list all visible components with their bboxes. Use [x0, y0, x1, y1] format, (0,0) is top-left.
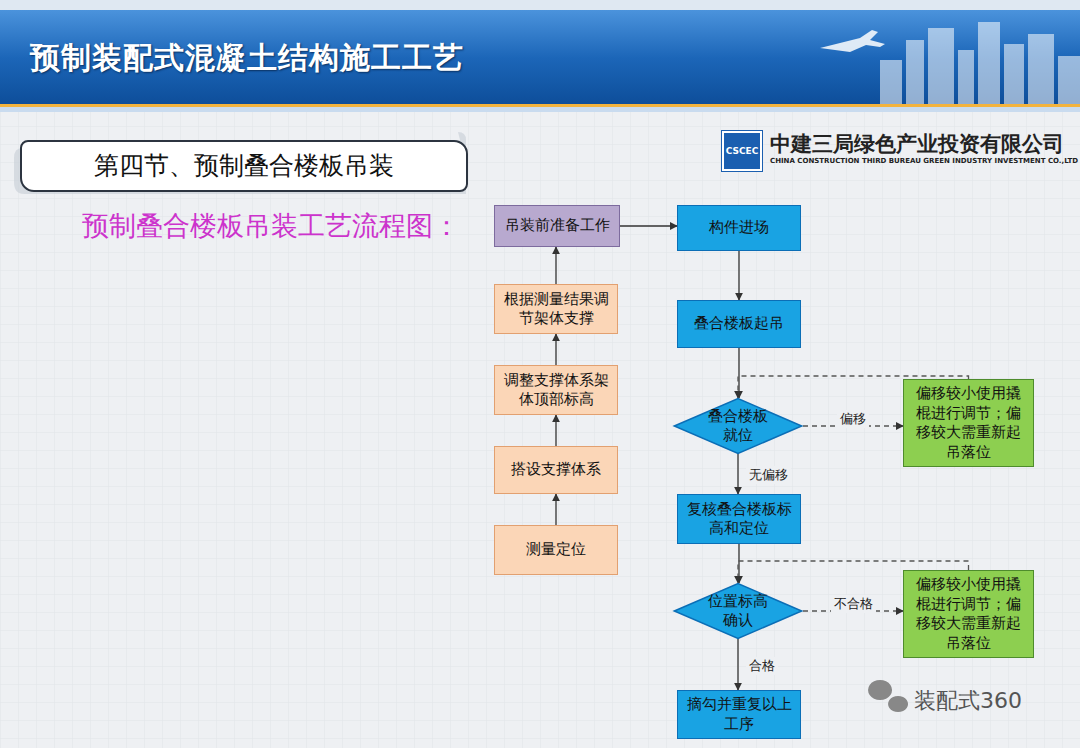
process-box: 调整支撑体系架体顶部标高 [494, 365, 618, 415]
node-text: 搭设支撑体系 [511, 460, 601, 480]
node-text: 调整支撑体系架体顶部标高 [503, 371, 609, 410]
arrow-connector [738, 251, 739, 300]
process-box: 根据测量结果调节架体支撑 [494, 284, 618, 334]
node-text: 吊装前准备工作 [505, 216, 610, 236]
process-box: 偏移较小使用撬棍进行调节；偏移较大需重新起吊落位 [903, 570, 1034, 658]
process-box: 构件进场 [677, 205, 801, 251]
node-text: 位置标高确认 [701, 592, 775, 631]
process-box: 测量定位 [494, 525, 618, 575]
logo-mark: CSCEC [722, 131, 762, 171]
node-text: 第四节、预制叠合楼板吊装 [94, 150, 394, 183]
node-text: 根据测量结果调节架体支撑 [503, 290, 609, 329]
arrow-connector [555, 334, 556, 365]
edge-label: 合格 [746, 657, 778, 675]
process-box: 摘勾并重复以上工序 [677, 690, 801, 739]
process-box: 叠合楼板起吊 [677, 300, 801, 348]
node-text: 叠合楼板起吊 [694, 314, 784, 334]
flow-heading: 预制叠合楼板吊装工艺流程图： [82, 208, 460, 244]
arrow-connector [555, 494, 556, 525]
arrow-connector [620, 225, 677, 226]
decision-diamond: 叠合楼板就位 [673, 398, 803, 454]
node-text: 偏移较小使用撬棍进行调节；偏移较大需重新起吊落位 [912, 575, 1025, 653]
page-title: 预制装配式混凝土结构施工工艺 [30, 38, 464, 79]
arrow-connector [737, 639, 738, 690]
process-box: 吊装前准备工作 [494, 205, 620, 247]
arrow-connector [555, 247, 556, 284]
edge-label: 偏移 [837, 410, 869, 428]
edge-label: 无偏移 [746, 466, 791, 484]
watermark: 装配式360 [914, 686, 1022, 716]
process-box: 偏移较小使用撬棍进行调节；偏移较大需重新起吊落位 [903, 379, 1034, 467]
process-box: 搭设支撑体系 [494, 446, 618, 494]
decision-diamond: 位置标高确认 [673, 583, 803, 639]
node-text: 测量定位 [526, 540, 586, 560]
edge-label: 不合格 [831, 595, 876, 613]
node-text: 构件进场 [709, 218, 769, 238]
arrow-connector [737, 454, 738, 494]
section-band: 第四节、预制叠合楼板吊装 [20, 140, 468, 192]
node-text: 叠合楼板就位 [701, 407, 775, 446]
node-text: 复核叠合楼板标高和定位 [686, 500, 792, 539]
node-text: 偏移较小使用撬棍进行调节；偏移较大需重新起吊落位 [912, 384, 1025, 462]
process-box: 复核叠合楼板标高和定位 [677, 494, 801, 544]
node-text: 摘勾并重复以上工序 [686, 695, 792, 734]
arrow-connector [555, 415, 556, 446]
company-name-en: CHINA CONSTRUCTION THIRD BUREAU GREEN IN… [770, 157, 1078, 165]
company-name: 中建三局绿色产业投资有限公司 [770, 130, 1064, 158]
